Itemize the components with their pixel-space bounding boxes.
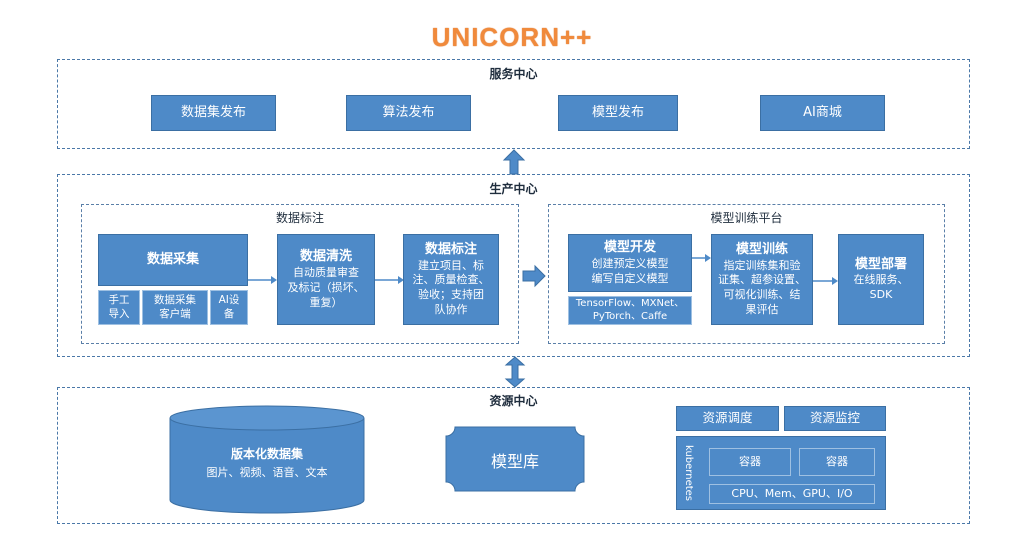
model-train-box[interactable]: 模型训练 指定训练集和验 证集、超参设置、 可视化训练、结 果评估 xyxy=(711,234,813,325)
production-center-panel xyxy=(57,174,970,357)
data-collect-box[interactable]: 数据采集 xyxy=(98,234,248,286)
service-center-panel xyxy=(57,59,970,149)
model-deploy-box[interactable]: 模型部署 在线服务、 SDK xyxy=(838,234,924,325)
resource-monitor-button[interactable]: 资源监控 xyxy=(784,406,886,431)
logo: UNICORN++ xyxy=(431,22,593,52)
versioned-dataset-title: 版本化数据集 xyxy=(230,447,303,461)
arrow-right-icon xyxy=(522,264,546,288)
container-box-1[interactable]: 容器 xyxy=(709,448,791,476)
data-label-box[interactable]: 数据标注 建立项目、标 注、质量检查、 验收；支持团 队协作 xyxy=(403,234,499,325)
versioned-dataset-text: 图片、视频、语音、文本 xyxy=(206,466,328,479)
annotation-group xyxy=(81,204,519,344)
kubernetes-label: kubernetes xyxy=(683,444,694,502)
frameworks-box[interactable]: TensorFlow、MXNet、 PyTorch、Caffe xyxy=(568,296,692,325)
arrow-right-icon xyxy=(375,276,404,284)
annotation-group-title: 数据标注 xyxy=(275,211,324,225)
ai-device-box[interactable]: AI设 备 xyxy=(210,290,248,325)
data-label-title: 数据标注 xyxy=(424,242,477,258)
service-ai-mall[interactable]: AI商城 xyxy=(760,95,885,131)
service-center-title: 服务中心 xyxy=(489,67,538,81)
model-library-label[interactable]: 模型库 xyxy=(490,452,539,471)
up-down-arrow-icon xyxy=(504,356,526,388)
resource-center-panel xyxy=(57,387,970,524)
container-box-2[interactable]: 容器 xyxy=(799,448,875,476)
service-model-publish[interactable]: 模型发布 xyxy=(558,95,678,131)
manual-import-box[interactable]: 手工 导入 xyxy=(98,290,140,325)
data-label-text: 建立项目、标 注、质量检查、 验收；支持团 队协作 xyxy=(412,258,490,317)
production-center-title: 生产中心 xyxy=(489,182,538,196)
model-deploy-title: 模型部署 xyxy=(854,256,907,272)
model-train-title: 模型训练 xyxy=(735,242,788,258)
data-clean-box[interactable]: 数据清洗 自动质量审查 及标记（损坏、 重复） xyxy=(277,234,375,325)
database-cylinder-icon xyxy=(169,405,365,514)
resource-schedule-button[interactable]: 资源调度 xyxy=(676,406,779,431)
data-collect-title: 数据采集 xyxy=(146,252,199,268)
model-dev-title: 模型开发 xyxy=(603,240,656,256)
training-group xyxy=(548,204,945,344)
up-arrow-icon xyxy=(502,149,526,175)
versioned-dataset-label[interactable]: 版本化数据集 图片、视频、语音、文本 xyxy=(169,445,365,480)
model-dev-box[interactable]: 模型开发 创建预定义模型 编写自定义模型 xyxy=(568,234,692,292)
arrow-right-icon xyxy=(248,276,277,284)
resource-center-title: 资源中心 xyxy=(489,394,538,408)
model-deploy-text: 在线服务、 SDK xyxy=(853,273,909,302)
model-train-text: 指定训练集和验 证集、超参设置、 可视化训练、结 果评估 xyxy=(718,258,806,317)
model-library-shape xyxy=(445,426,585,492)
hardware-resources-box[interactable]: CPU、Mem、GPU、I/O xyxy=(709,484,875,504)
arrow-right-icon xyxy=(692,254,711,262)
service-dataset-publish[interactable]: 数据集发布 xyxy=(151,95,276,131)
data-clean-title: 数据清洗 xyxy=(299,249,352,265)
arrow-right-icon xyxy=(813,277,838,285)
model-dev-text: 创建预定义模型 编写自定义模型 xyxy=(591,256,669,285)
service-algorithm-publish[interactable]: 算法发布 xyxy=(346,95,471,131)
collect-client-box[interactable]: 数据采集 客户端 xyxy=(142,290,208,325)
data-clean-text: 自动质量审查 及标记（损坏、 重复） xyxy=(287,266,365,309)
training-group-title: 模型训练平台 xyxy=(710,211,783,225)
